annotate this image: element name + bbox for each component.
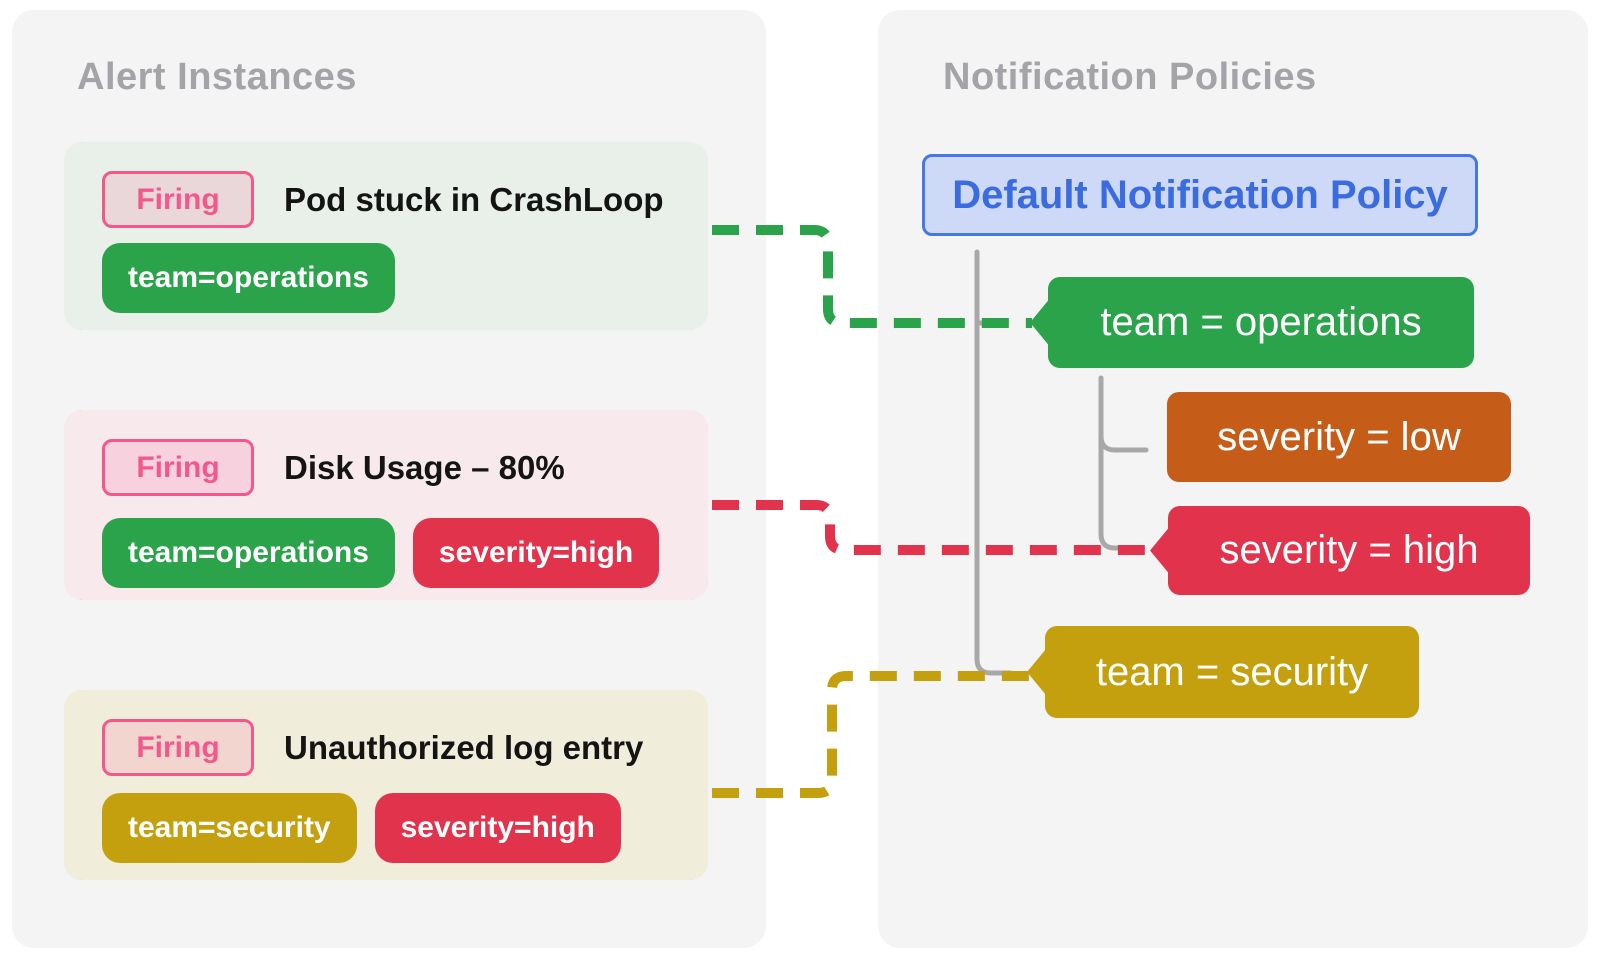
alert-labels: team=operations — [102, 243, 395, 313]
label-team-operations: team=operations — [102, 518, 395, 588]
label-team-operations: team=operations — [102, 243, 395, 313]
matcher-team-operations: team = operations — [1048, 277, 1474, 368]
matcher-severity-high: severity = high — [1168, 506, 1530, 595]
notification-policies-title: Notification Policies — [943, 56, 1317, 98]
firing-badge: Firing — [102, 171, 254, 228]
label-severity-high: severity=high — [374, 793, 621, 863]
alert-instances-title: Alert Instances — [77, 56, 357, 98]
alert-card-crashloop: Firing Pod stuck in CrashLoop team=opera… — [64, 142, 708, 330]
alert-labels: team=operations severity=high — [102, 518, 660, 588]
firing-badge: Firing — [102, 719, 254, 776]
label-severity-high: severity=high — [412, 518, 660, 588]
alert-labels: team=security severity=high — [102, 793, 621, 863]
default-notification-policy-node: Default Notification Policy — [922, 154, 1478, 236]
alert-card-disk-usage: Firing Disk Usage – 80% team=operations … — [64, 410, 708, 600]
alert-title: Disk Usage – 80% — [284, 448, 565, 486]
alert-title: Unauthorized log entry — [284, 728, 644, 766]
matcher-team-security: team = security — [1045, 626, 1419, 718]
matcher-severity-low: severity = low — [1167, 392, 1511, 482]
firing-badge: Firing — [102, 439, 254, 496]
alert-title: Pod stuck in CrashLoop — [284, 180, 664, 218]
alert-card-unauthorized-log: Firing Unauthorized log entry team=secur… — [64, 690, 708, 880]
label-team-security: team=security — [102, 793, 357, 863]
